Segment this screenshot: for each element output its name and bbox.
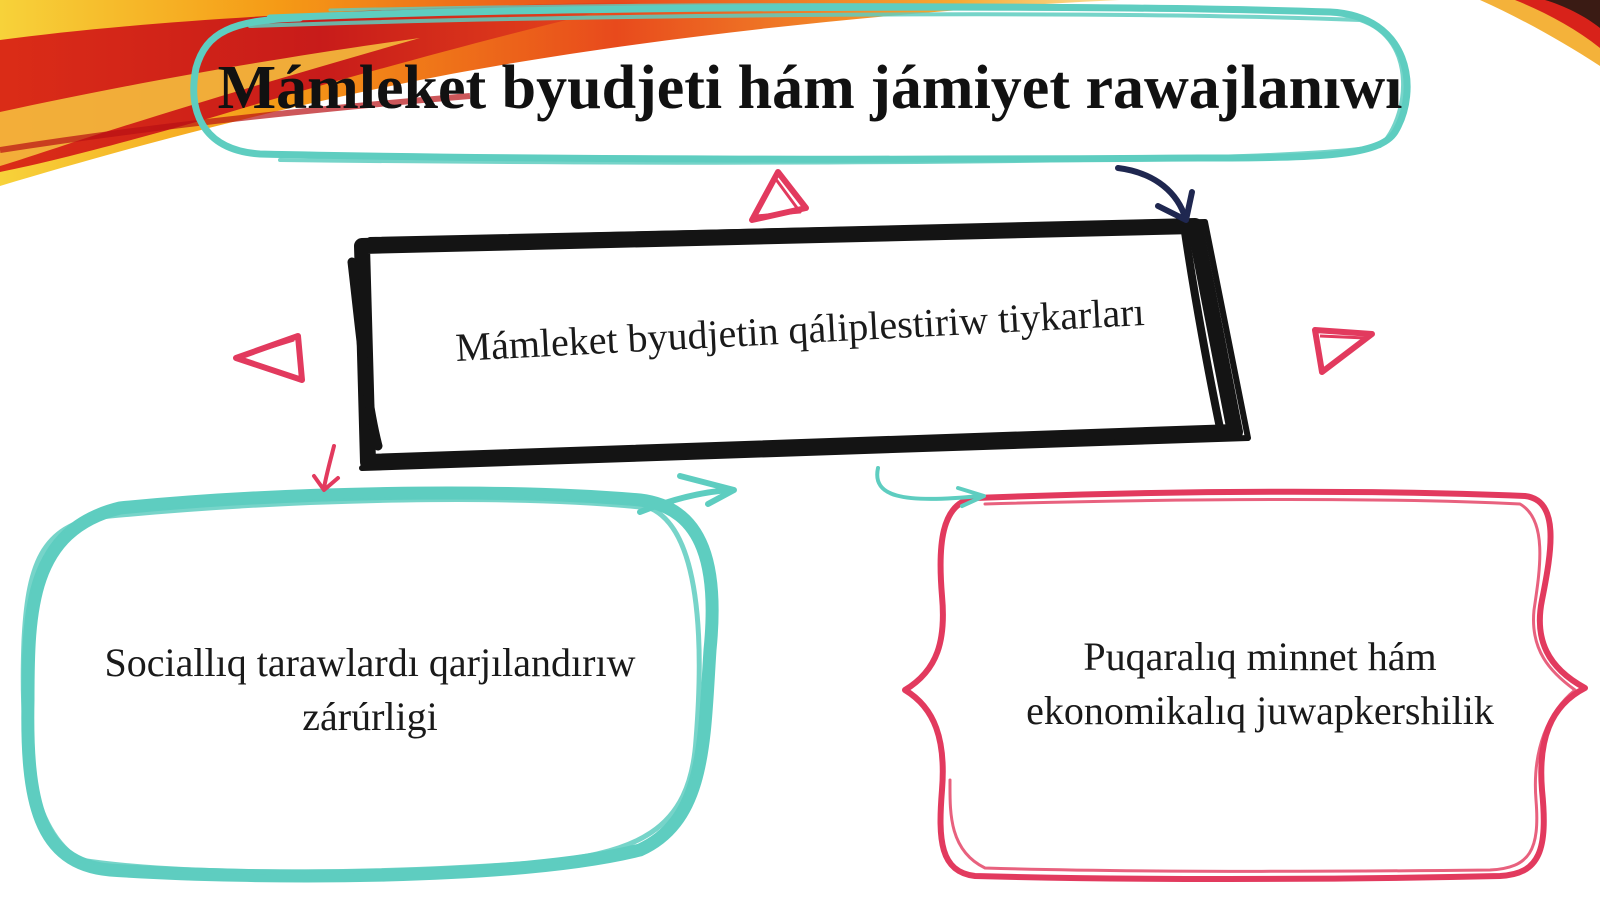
- left-box-frame: [20, 486, 719, 883]
- corner-swoosh: [1480, 0, 1600, 66]
- arrow-navy-icon: [1115, 165, 1195, 223]
- triangle-left-icon: [233, 333, 305, 383]
- slide-title: Mámleket byudjeti hám jámiyet rawajlanıw…: [217, 54, 1403, 122]
- right-box-line-1: Puqaralıq minnet hám: [1083, 634, 1437, 679]
- right-box-line-2: ekonomikalıq juwapkershilik: [1026, 688, 1494, 733]
- arrow-teal-left-icon: [637, 473, 737, 515]
- header-swoosh: [0, 0, 1120, 186]
- title-frame: [190, 3, 1411, 165]
- arrow-pink-icon: [312, 444, 340, 492]
- arrow-teal-right-icon: [875, 466, 986, 508]
- triangle-right-icon: [1312, 327, 1375, 375]
- triangle-top-icon: [749, 169, 809, 223]
- left-box-line-2: zárúrligi: [302, 694, 438, 739]
- center-box-frame: [347, 218, 1251, 471]
- left-box-label: Sociallıq tarawlardı qarjılandırıw zárúr…: [50, 636, 690, 744]
- right-box-frame: [902, 488, 1588, 882]
- left-box-line-1: Sociallıq tarawlardı qarjılandırıw: [104, 640, 636, 685]
- right-box-label: Puqaralıq minnet hám ekonomikalıq juwapk…: [960, 630, 1560, 738]
